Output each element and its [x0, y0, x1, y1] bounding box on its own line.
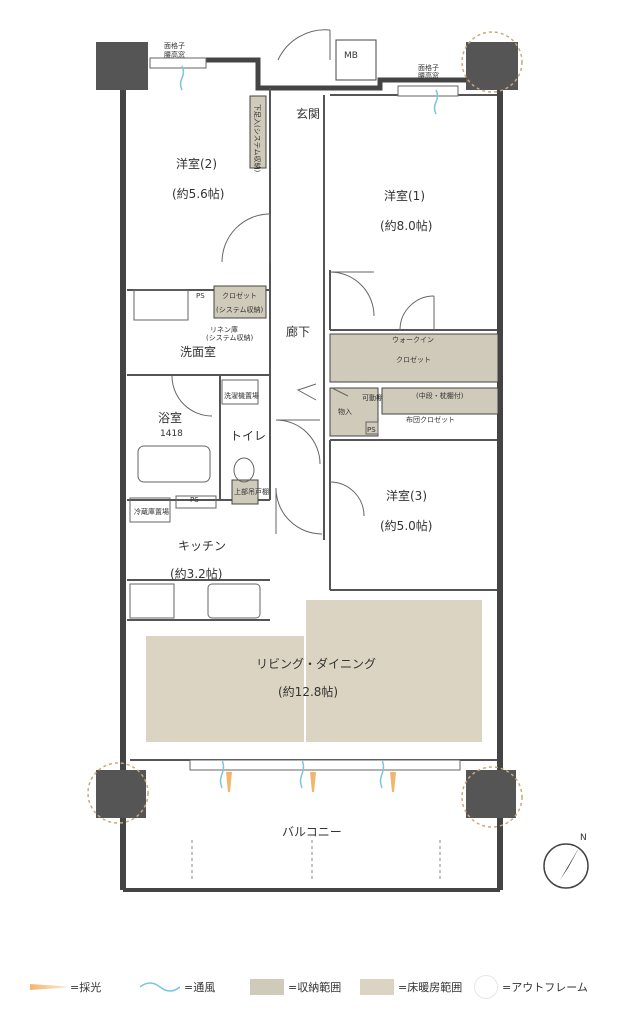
washer-label: 洗濯機置場: [224, 391, 259, 400]
movable-shelf-label: 可動棚: [362, 393, 383, 402]
mb-label: MB: [344, 51, 358, 61]
column-bottom-right: [466, 770, 516, 818]
door-swings: [171, 29, 435, 535]
upper-shelf-area: [231, 479, 259, 505]
legend-storage: =収納範囲: [250, 972, 341, 1002]
legend-floor-heating: =床暖房範囲: [360, 972, 462, 1002]
mb-box: [335, 39, 377, 81]
closet-sub-label: (システム収納): [216, 305, 264, 314]
room-western1-name: 洋室(1): [384, 188, 425, 203]
room-bath: 浴室: [158, 410, 182, 425]
room-western2-size: (約5.6帖): [172, 186, 224, 201]
wind-swatch-icon: [140, 982, 180, 992]
fixtures: [129, 289, 379, 619]
room-western3-size: (約5.0帖): [380, 518, 432, 533]
futon-closet-area: [381, 387, 499, 415]
column-top-left: [96, 42, 148, 90]
floor-heating-areas: [146, 600, 482, 742]
lattice-right-line1: 面格子: [418, 63, 439, 72]
storage-box: [329, 387, 379, 437]
legend: =採光 =通風 =収納範囲 =床暖房範囲 =アウトフレーム: [30, 972, 600, 1006]
shoe-box-label: 下足入(システム収納): [253, 104, 262, 173]
closet-area: [213, 285, 267, 319]
closet-label: クロゼット: [222, 291, 257, 300]
room-kitchen-size: (約3.2帖): [170, 566, 222, 581]
walkin-closet-area: [329, 333, 499, 383]
legend-outframe: =アウトフレーム: [474, 972, 588, 1002]
storage-areas: [213, 95, 499, 505]
outframe-ring-br: [461, 766, 523, 828]
linen-label: リネン庫: [210, 325, 238, 334]
room-washroom: 洗面室: [180, 344, 216, 359]
room-corridor: 廊下: [286, 324, 310, 339]
ps-label-washroom: PS: [196, 292, 205, 300]
room-living-name: リビング・ダイニング: [256, 656, 376, 671]
shoe-box-area: [249, 95, 267, 169]
column-bottom-left: [96, 770, 146, 818]
ps-label-storage: PS: [367, 426, 376, 434]
legend-light: =採光: [30, 972, 101, 1002]
ps-label-kitchen: PS: [190, 496, 199, 504]
storage-label: 物入: [338, 407, 352, 416]
outframe-ring-tl: [461, 31, 523, 93]
room-entrance: 玄関: [296, 106, 320, 121]
light-swatch-icon: [30, 984, 66, 990]
storage-swatch-icon: [250, 979, 284, 995]
upper-shelf-label: 上部吊戸棚: [234, 487, 269, 496]
room-western1-size: (約8.0帖): [380, 218, 432, 233]
floor-heating-swatch-icon: [360, 979, 394, 995]
linen-sub-label: (システム収納): [206, 333, 254, 342]
futon-label: 布団クロゼット: [406, 415, 455, 424]
windows: [149, 57, 461, 771]
walkin-top-label: ウォークイン: [392, 336, 434, 344]
room-living-size: (約12.8帖): [278, 684, 338, 699]
outframe-ring-bl: [87, 762, 149, 824]
lattice-right-line2: 腰高窓: [418, 71, 439, 80]
room-bath-code: 1418: [160, 429, 183, 439]
legend-wind: =通風: [140, 972, 215, 1002]
outframe-swatch-icon: [474, 975, 498, 999]
light-marks: [226, 772, 396, 792]
ventilation-marks: [179, 65, 439, 789]
room-balcony: バルコニー: [282, 825, 342, 839]
column-top-right: [466, 42, 518, 90]
room-western2-name: 洋室(2): [176, 156, 217, 171]
lattice-left-line2: 腰高窓: [164, 50, 185, 59]
room-western3-name: 洋室(3): [386, 488, 427, 503]
walkin-bottom-label: クロゼット: [396, 355, 431, 364]
fridge-label: 冷蔵庫置場: [134, 507, 169, 516]
room-toilet: トイレ: [230, 429, 266, 443]
room-kitchen-name: キッチン: [178, 539, 226, 553]
balcony-marks: [191, 840, 441, 880]
lattice-left-line1: 面格子: [164, 41, 185, 50]
futon-top-label: (中段・枕棚付): [416, 391, 464, 400]
north-label: N: [580, 833, 587, 843]
north-arrow: N: [543, 833, 589, 889]
